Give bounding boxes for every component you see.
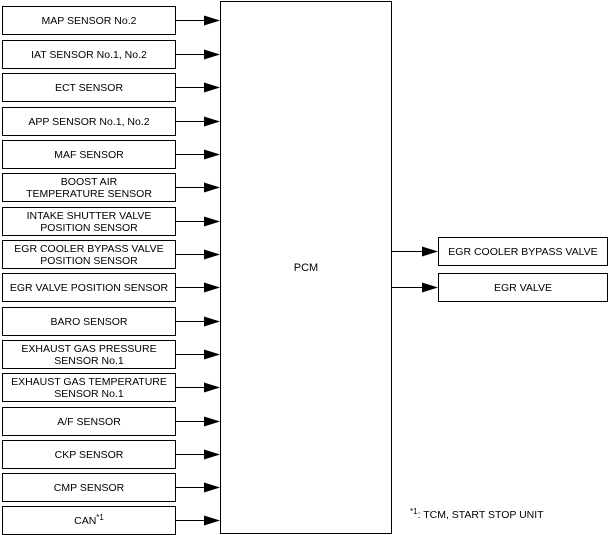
output-label: EGR VALVE [494,281,552,294]
input-box-can: CAN*1 [2,506,176,535]
input-box-ect-sensor-arrowhead [204,82,220,93]
footnote-text: : TCM, START STOP UNIT [417,509,544,521]
input-box-intake-shutter-valve-arrowhead [204,216,220,227]
input-label-line1: EXHAUST GAS PRESSURE [21,342,157,355]
input-label-line1: BOOST AIR [60,175,118,188]
pcm-block: PCM [220,1,392,534]
input-box-app-sensor-no-1-no-2: APP SENSOR No.1, No.2 [2,107,176,136]
input-box-map-sensor-no-2: MAP SENSOR No.2 [2,6,176,35]
footnote: *1: TCM, START STOP UNIT [410,507,544,522]
input-label-line1: EGR VALVE POSITION SENSOR [9,281,169,294]
input-box-cmp-sensor: CMP SENSOR [2,473,176,502]
input-label: EGR VALVE POSITION SENSOR [10,282,168,294]
input-label: BARO SENSOR [50,316,127,328]
output-box-egr-cooler-bypass-valve-arrowhead [422,246,438,257]
input-label-line1: MAP SENSOR No.2 [41,14,137,27]
input-label: A/F SENSOR [57,416,121,428]
input-label-line1: CAN [74,514,97,527]
input-label-line2: POSITION SENSOR [40,254,138,267]
input-label-superscript: *1 [96,512,104,522]
input-label: MAP SENSOR No.2 [42,15,137,27]
output-label: EGR COOLER BYPASS VALVE [448,245,598,258]
input-box-iat-sensor-no-1-no-2-arrowhead [204,49,220,60]
input-label: IAT SENSOR No.1, No.2 [31,49,147,61]
input-label-line1: ECT SENSOR [54,81,124,94]
input-box-egr-valve-position-sensor-arrowhead [204,282,220,293]
input-box-a-f-sensor-arrowhead [204,416,220,427]
input-label: ECT SENSOR [55,82,123,94]
input-box-baro-sensor-arrowhead [204,316,220,327]
input-box-map-sensor-no-2-arrowhead [204,15,220,26]
input-label-line2: SENSOR No.1 [54,354,124,367]
input-box-app-sensor-no-1-no-2-arrowhead [204,116,220,127]
input-box-a-f-sensor: A/F SENSOR [2,407,176,436]
input-label-line1: EGR COOLER BYPASS VALVE [14,242,164,255]
input-label-line1: INTAKE SHUTTER VALVE [26,209,152,222]
output-box-egr-cooler-bypass-valve: EGR COOLER BYPASS VALVE [438,237,608,266]
input-box-iat-sensor-no-1-no-2: IAT SENSOR No.1, No.2 [2,40,176,69]
output-box-egr-valve: EGR VALVE [438,273,608,302]
footnote-mark: *1 [410,507,418,516]
input-label-line1: MAF SENSOR [54,148,124,161]
input-label: MAF SENSOR [54,149,123,161]
input-box-ckp-sensor: CKP SENSOR [2,440,176,469]
input-label-line2: SENSOR No.1 [54,387,124,400]
input-label-line1: BARO SENSOR [50,315,128,328]
input-box-egr-cooler-bypass-valve-arrowhead [204,249,220,260]
input-box-ect-sensor: ECT SENSOR [2,73,176,102]
input-label: CAN*1 [74,512,104,527]
input-box-exhaust-gas-pressure-arrowhead [204,349,220,360]
output-box-egr-valve-arrowhead [422,282,438,293]
input-box-cmp-sensor-arrowhead [204,482,220,493]
input-box-egr-valve-position-sensor: EGR VALVE POSITION SENSOR [2,273,176,302]
input-label-line2: TEMPERATURE SENSOR [26,187,152,200]
input-box-can-arrowhead [204,515,220,526]
input-box-boost-air-arrowhead [204,182,220,193]
pcm-label: PCM [293,262,319,274]
input-label-line1: CMP SENSOR [53,481,125,494]
input-label-line1: A/F SENSOR [57,415,121,428]
input-label-line1: CKP SENSOR [54,448,124,461]
input-label: CMP SENSOR [54,482,124,494]
input-box-exhaust-gas-temperature-arrowhead [204,382,220,393]
input-label: APP SENSOR No.1, No.2 [28,116,149,128]
input-box-baro-sensor: BARO SENSOR [2,307,176,336]
input-label: CKP SENSOR [55,449,124,461]
input-label-line1: EXHAUST GAS TEMPERATURE [11,375,167,388]
input-label-line1: APP SENSOR No.1, No.2 [28,115,150,128]
input-box-maf-sensor: MAF SENSOR [2,140,176,169]
input-box-maf-sensor-arrowhead [204,149,220,160]
input-label-line2: POSITION SENSOR [40,221,138,234]
input-label-line1: IAT SENSOR No.1, No.2 [31,48,147,61]
input-box-ckp-sensor-arrowhead [204,449,220,460]
